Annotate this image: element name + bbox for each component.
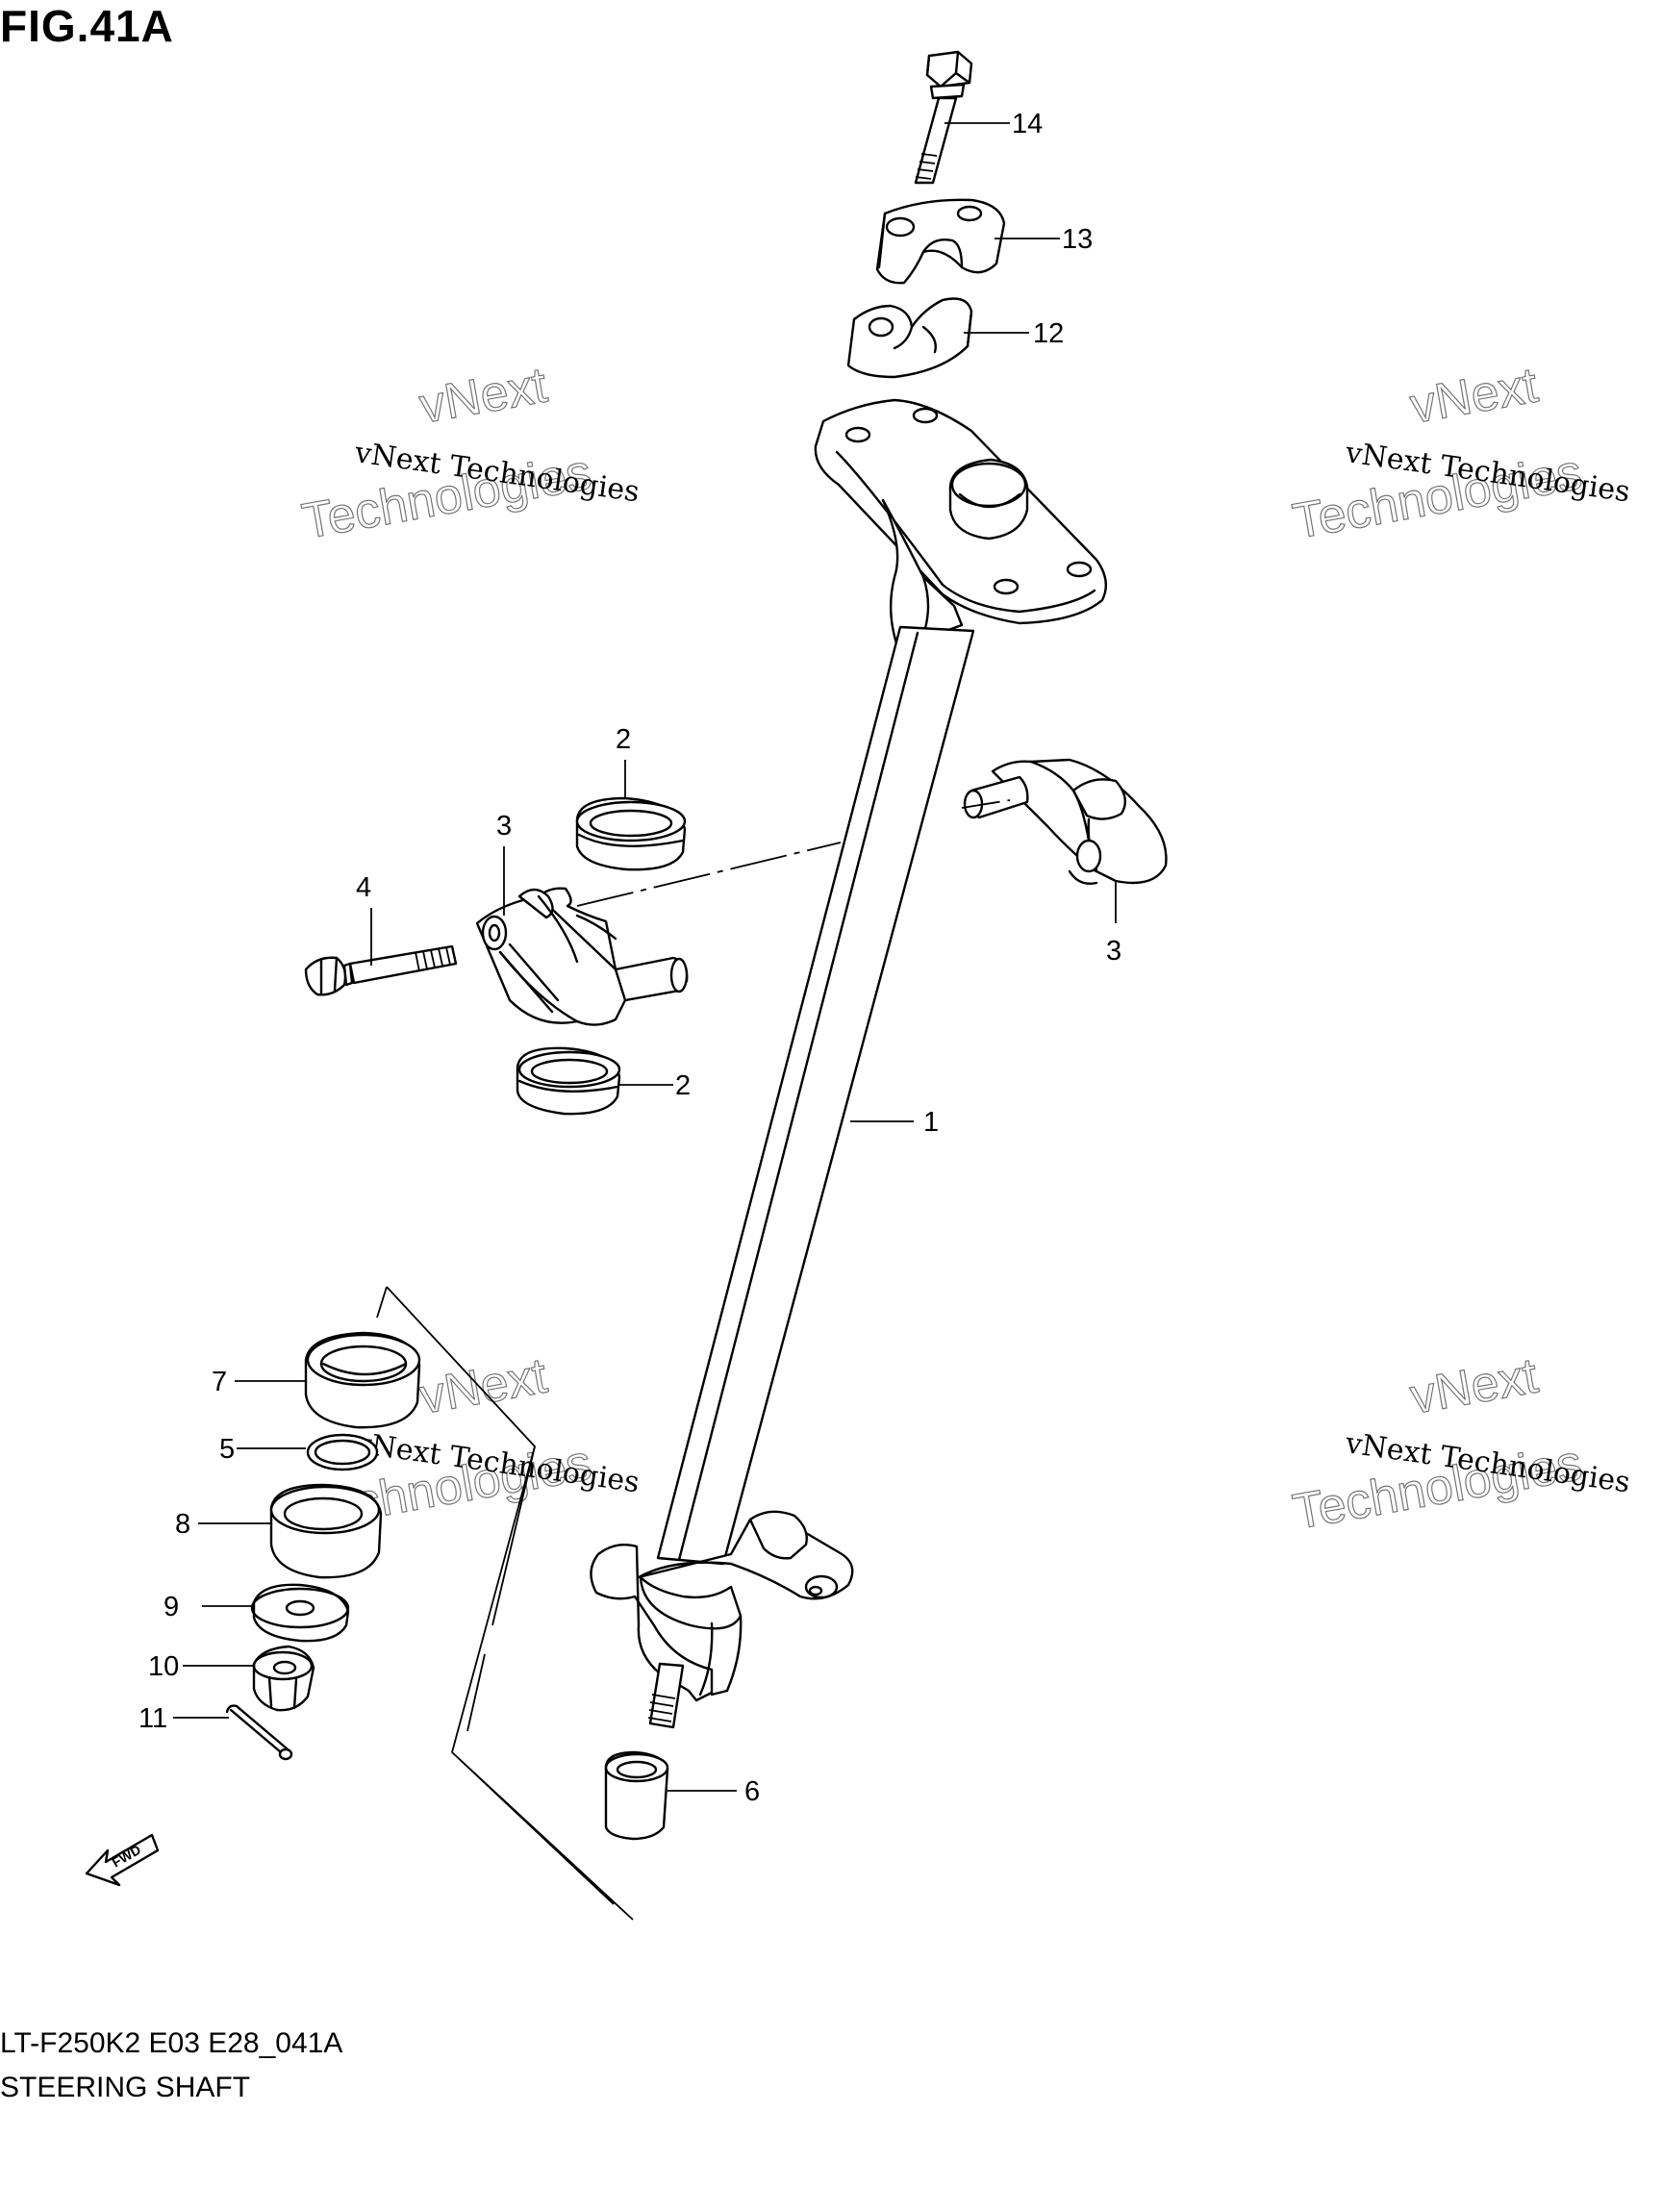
part-12-lower-clamp [846, 297, 973, 379]
svg-text:vNext: vNext [416, 358, 552, 435]
part-3-shaft-holder-left [475, 887, 689, 1026]
assembly-reference-frame [376, 1286, 634, 1921]
fwd-arrow: FWD [85, 1833, 160, 1887]
part-14-bolt [914, 50, 973, 185]
svg-text:vNext: vNext [1406, 1348, 1543, 1425]
part-2-bushing-upper [575, 796, 687, 871]
callout-11: 11 [138, 1703, 167, 1734]
figure-name: STEERING SHAFT [0, 2072, 251, 2103]
callouts: 14 13 12 2 3 4 3 2 1 7 5 8 9 10 11 6 [138, 109, 1121, 1807]
part-11-cotter-pin [225, 1704, 293, 1761]
callout-12: 12 [1033, 318, 1064, 349]
callout-3-right: 3 [1106, 936, 1121, 967]
leader-lines [173, 122, 1117, 1792]
part-13-upper-clamp [875, 198, 1006, 285]
callout-7: 7 [212, 1367, 227, 1397]
figure-code: LT-F250K2 E03 E28_041A [0, 2027, 343, 2059]
callout-2-lower: 2 [675, 1070, 691, 1101]
callout-3-left: 3 [496, 811, 512, 842]
part-1-steering-shaft [590, 398, 1108, 1729]
callout-4: 4 [356, 872, 371, 903]
callout-10: 10 [148, 1651, 179, 1682]
watermark-top-right: vNext Technologies vNext Technologies [1288, 357, 1631, 550]
callout-8: 8 [175, 1509, 190, 1540]
part-10-nut [252, 1645, 315, 1712]
part-6-bushing [604, 1750, 669, 1841]
callout-9: 9 [164, 1592, 179, 1622]
watermark-top-left: vNext Technologies vNext Technologies [297, 357, 641, 550]
centerlines [576, 799, 1011, 907]
callout-2-upper: 2 [616, 724, 631, 755]
watermark-bottom-right: vNext Technologies vNext Technologies [1288, 1347, 1631, 1541]
callout-6: 6 [744, 1776, 760, 1807]
callout-13: 13 [1062, 224, 1093, 255]
part-5-o-ring [306, 1433, 379, 1471]
part-3-shaft-holder-right [963, 758, 1168, 885]
part-2-bushing-lower [516, 1046, 621, 1116]
figure-title: FIG.41A [0, 1, 174, 51]
part-8-bearing [269, 1483, 383, 1579]
part-7-seal [304, 1331, 421, 1429]
callout-1: 1 [923, 1107, 939, 1138]
part-4-bolt [304, 944, 458, 996]
figure-footer: LT-F250K2 E03 E28_041A STEERING SHAFT [0, 2022, 342, 2110]
part-9-washer [250, 1583, 350, 1643]
callout-14: 14 [1012, 109, 1043, 139]
svg-text:vNext: vNext [416, 1348, 552, 1425]
svg-text:vNext: vNext [1406, 358, 1543, 435]
callout-5: 5 [219, 1434, 235, 1465]
